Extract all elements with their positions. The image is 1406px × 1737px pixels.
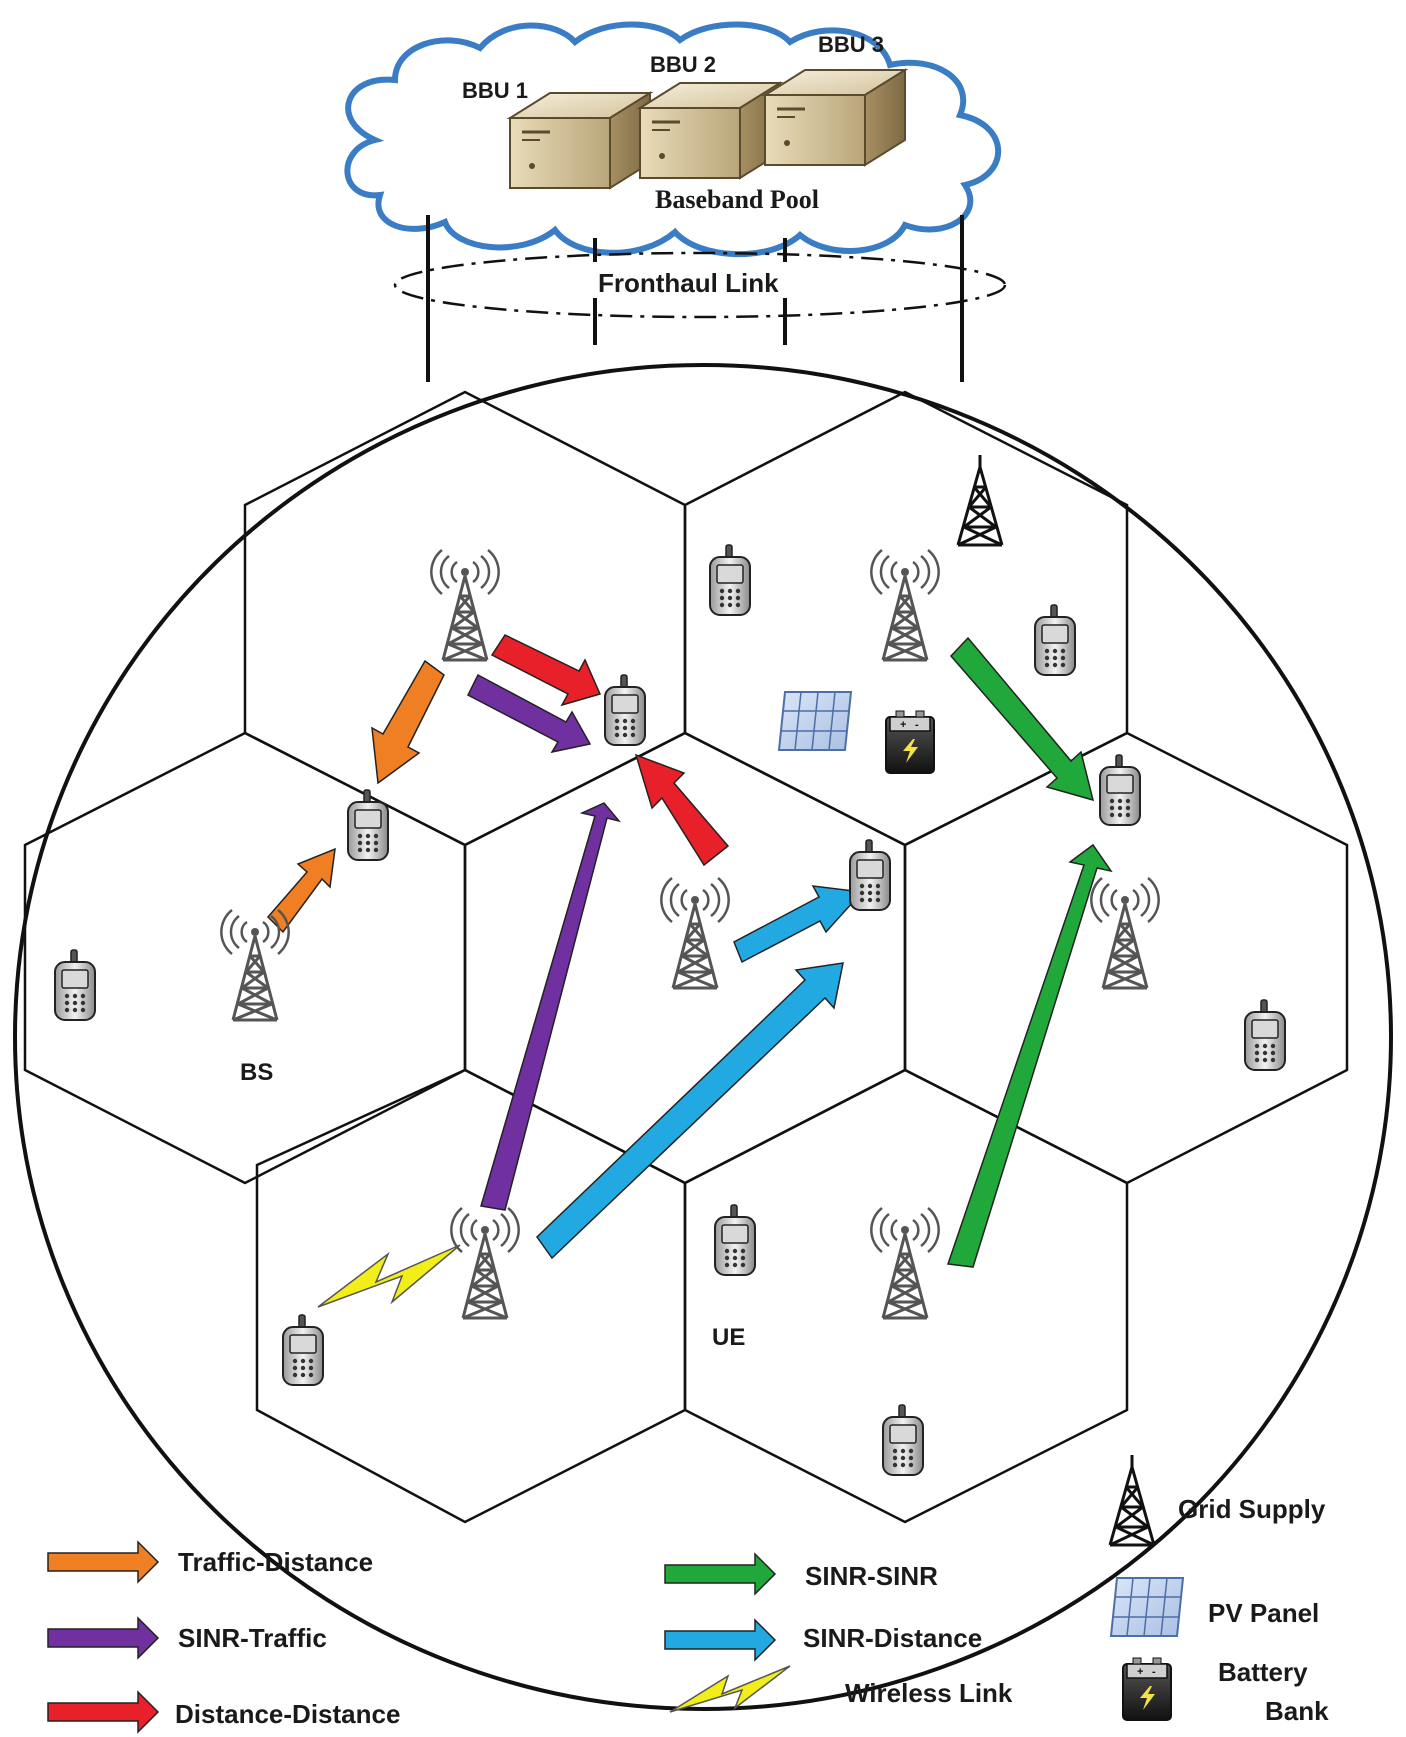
base-station-tower-icon <box>869 548 941 662</box>
legend-wireless-link-bolt <box>669 1665 791 1713</box>
legend-battery-bank-icon <box>1122 1657 1172 1721</box>
user-equipment-icon <box>849 839 891 911</box>
legend-traffic-distance-label: Traffic-Distance <box>178 1547 373 1577</box>
traffic-distance-arrow-2 <box>266 847 336 934</box>
user-equipment-icon <box>882 1404 924 1476</box>
bbu-2-label: BBU 2 <box>650 52 716 77</box>
sinr-traffic-arrow-2 <box>480 802 622 1211</box>
distance-distance-arrow-1 <box>490 634 602 707</box>
user-equipment-icon <box>347 789 389 861</box>
base-station-tower-icon <box>429 548 501 662</box>
bbu-3-label: BBU 3 <box>818 32 884 57</box>
legend-traffic-distance <box>47 1540 160 1584</box>
legend-sinr-distance-label: SINR-Distance <box>803 1623 982 1653</box>
fronthaul-ellipse <box>393 251 1007 319</box>
legend-pv-panel-icon <box>1110 1577 1184 1637</box>
legend-sinr-sinr-label: SINR-SINR <box>805 1561 938 1591</box>
fronthaul-label: Fronthaul Link <box>598 268 779 298</box>
arrows <box>266 634 1113 1268</box>
coverage-circle <box>13 363 1393 1711</box>
base-station-tower-icon <box>659 876 731 990</box>
legend: Traffic-Distance SINR-Traffic Distance-D… <box>47 1453 1329 1734</box>
legend-sinr-traffic-label: SINR-Traffic <box>178 1623 327 1653</box>
legend-battery-bank-label-line1: Battery <box>1218 1657 1308 1687</box>
hex-cells <box>23 390 1349 1524</box>
legend-sinr-traffic <box>47 1616 160 1660</box>
baseband-pool-label: Baseband Pool <box>655 185 819 214</box>
legend-grid-supply-label: Grid Supply <box>1178 1494 1326 1524</box>
legend-grid-supply-icon <box>1108 1453 1156 1547</box>
user-equipment-icon <box>1034 604 1076 676</box>
legend-pv-panel-label: PV Panel <box>1208 1598 1319 1628</box>
legend-distance-distance <box>47 1690 160 1734</box>
fronthaul-label-bg <box>592 262 818 298</box>
base-station-tower-icon <box>219 908 291 1022</box>
sinr-distance-arrow-2 <box>536 962 844 1260</box>
grid-supply-tower-icon <box>956 453 1004 547</box>
distance-distance-arrow-2 <box>634 753 730 867</box>
sinr-traffic-arrow-1 <box>466 673 592 754</box>
legend-wireless-link-label: Wireless Link <box>845 1678 1013 1708</box>
bbu-1-label: BBU 1 <box>462 78 528 103</box>
user-equipment-icon <box>54 949 96 1021</box>
bbu-2-server-icon <box>636 81 784 180</box>
user-equipment-icon <box>604 674 646 746</box>
wireless-link-bolt <box>317 1244 461 1308</box>
sinr-sinr-arrow-1 <box>949 636 1095 802</box>
ue-label: UE <box>712 1324 745 1351</box>
bs-label: BS <box>240 1059 273 1086</box>
user-equipment-icon <box>1099 754 1141 826</box>
legend-sinr-sinr <box>664 1552 777 1596</box>
bbu-3-server-icon <box>761 68 909 167</box>
pv-panel-icon <box>778 691 852 751</box>
battery-bank-icon <box>885 710 935 774</box>
sinr-sinr-arrow-2 <box>946 843 1113 1268</box>
traffic-distance-arrow-1 <box>371 659 445 785</box>
base-station-tower-icon <box>449 1206 521 1320</box>
legend-distance-distance-label: Distance-Distance <box>175 1699 400 1729</box>
sinr-distance-arrow-1 <box>733 885 864 964</box>
user-equipment-icon <box>709 544 751 616</box>
user-equipment-icon <box>282 1314 324 1386</box>
legend-battery-bank-label-line2: Bank <box>1265 1696 1329 1726</box>
bbu-1-server-icon <box>506 91 654 190</box>
user-equipment-icon <box>1244 999 1286 1071</box>
base-station-tower-icon <box>869 1206 941 1320</box>
user-equipment-icon <box>714 1204 756 1276</box>
legend-sinr-distance <box>664 1618 777 1662</box>
base-station-tower-icon <box>1089 876 1161 990</box>
